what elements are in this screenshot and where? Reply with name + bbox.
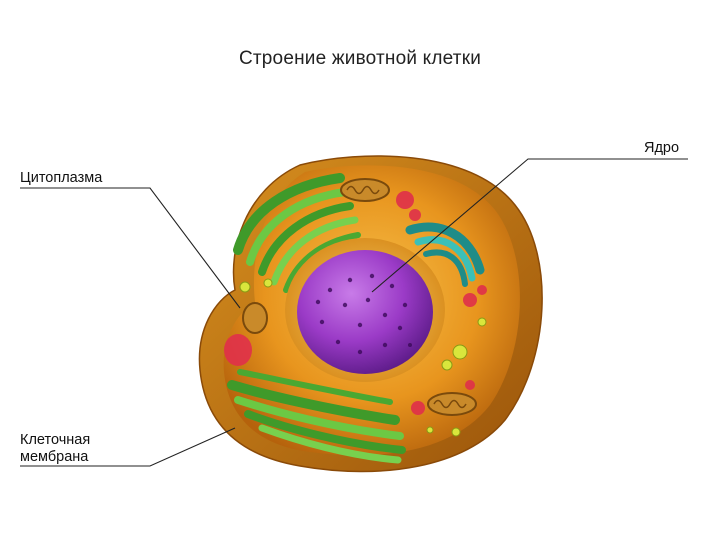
membrane-leader-line <box>20 427 236 467</box>
label-cell-membrane-line2: мембрана <box>20 449 89 465</box>
label-cell-membrane: Клеточная мембрана <box>20 432 90 466</box>
label-nucleus: Ядро <box>644 140 680 156</box>
cytoplasm-leader-line <box>20 187 241 309</box>
mitochondrion-top <box>340 178 390 202</box>
nucleus <box>297 250 433 374</box>
lysosomes <box>224 191 487 415</box>
endoplasmic-reticulum-bottom <box>227 369 406 464</box>
label-cell-membrane-line1: Клеточная <box>20 432 91 448</box>
label-lines <box>20 158 688 467</box>
diagram-title: Строение животной клетки <box>238 48 482 69</box>
nucleus-leader-line <box>371 158 688 293</box>
mitochondrion-left <box>242 302 268 334</box>
endoplasmic-reticulum-top <box>233 173 361 293</box>
golgi-apparatus <box>405 222 485 287</box>
mitochondrion-bottom <box>427 392 477 416</box>
vesicles <box>239 278 487 437</box>
label-cytoplasm: Цитоплазма <box>20 170 103 186</box>
